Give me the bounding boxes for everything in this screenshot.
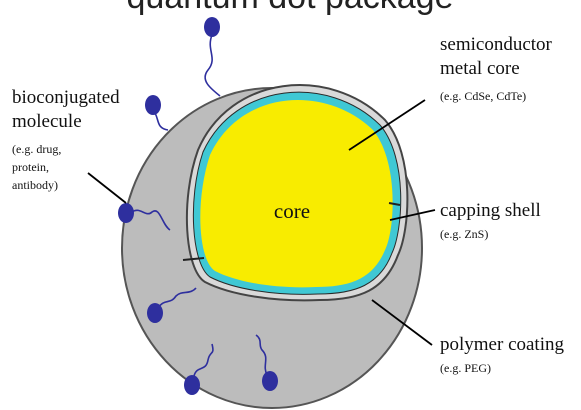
polymer-example: (e.g. PEG) — [440, 361, 491, 375]
ligand-head — [204, 17, 220, 37]
header-partial-text: quantum dot package — [126, 0, 453, 16]
semiconductor-label-line2: metal core — [440, 58, 520, 79]
bioconjugated-label: bioconjugated molecule — [12, 87, 124, 132]
polymer-label: polymer coating — [440, 334, 564, 355]
capping-example: (e.g. ZnS) — [440, 227, 488, 241]
bioconjugated-label-line2: molecule — [12, 111, 82, 132]
ligand-tail — [205, 35, 220, 96]
bioconjugated-example-line2: protein, — [12, 160, 49, 174]
ligand-head — [262, 371, 278, 391]
ligand-head — [147, 303, 163, 323]
ligand-head — [118, 203, 134, 223]
leader-bioconjugated — [88, 173, 126, 203]
bioconjugated-example-line1: (e.g. drug, — [12, 142, 61, 156]
capping-label: capping shell — [440, 200, 541, 221]
ligand-head — [184, 375, 200, 395]
core-label: core — [274, 199, 310, 223]
ligand-head — [145, 95, 161, 115]
bioconjugated-label-line1: bioconjugated — [12, 87, 120, 108]
bioconjugated-example-line3: antibody) — [12, 178, 58, 192]
semiconductor-example: (e.g. CdSe, CdTe) — [440, 89, 526, 103]
semiconductor-core — [200, 100, 392, 287]
semiconductor-label: semiconductor metal core — [440, 34, 557, 79]
bioconjugated-example: (e.g. drug, protein, antibody) — [12, 142, 64, 192]
semiconductor-label-line1: semiconductor — [440, 34, 553, 55]
